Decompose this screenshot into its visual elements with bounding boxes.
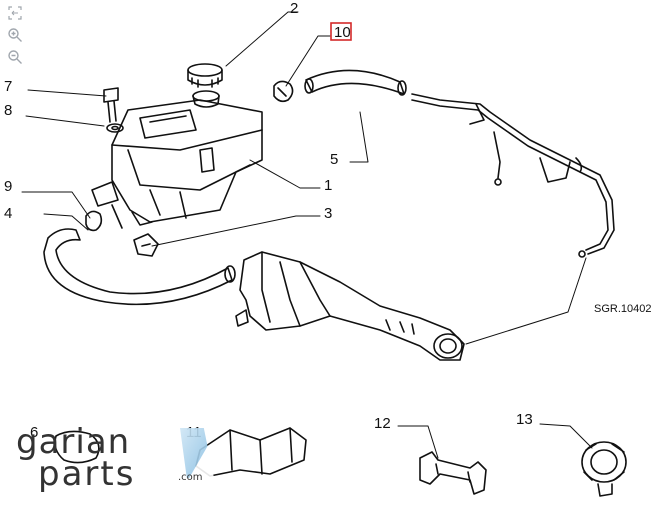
- grommet-13: [581, 441, 627, 497]
- hose-clamp-9: [85, 210, 103, 232]
- highlight-box: [330, 22, 352, 41]
- callout-4[interactable]: 4: [4, 205, 12, 222]
- thermostat-housing: [235, 251, 465, 361]
- bolt-7: [103, 87, 119, 123]
- hose-5: [304, 69, 407, 96]
- callout-6[interactable]: 6: [30, 424, 38, 441]
- callout-7[interactable]: 7: [4, 78, 12, 95]
- logo-suffix: .com: [178, 472, 203, 483]
- garian-parts-logo: garian parts .com: [12, 420, 222, 500]
- callout-12[interactable]: 12: [374, 415, 391, 432]
- hose-4: [43, 228, 236, 306]
- hose-clamp-10: [273, 80, 294, 103]
- callout-13[interactable]: 13: [516, 411, 533, 428]
- washer-8: [106, 123, 124, 133]
- logo-line2: parts: [38, 454, 136, 494]
- fullscreen-icon[interactable]: [4, 4, 26, 22]
- expansion-tank: [91, 99, 263, 229]
- zoom-out-icon[interactable]: [4, 48, 26, 66]
- zoom-in-icon[interactable]: [4, 26, 26, 44]
- callout-1[interactable]: 1: [324, 177, 332, 194]
- drawing-reference: SGR.10402: [594, 303, 651, 315]
- viewer-toolbar: [4, 4, 28, 66]
- tank-cap: [187, 63, 223, 88]
- fitting-3: [133, 233, 159, 257]
- logo-flag-shape: [180, 428, 214, 478]
- logo-line1: garian: [16, 422, 131, 462]
- clip-12: [419, 451, 487, 495]
- bleed-pipe: [411, 93, 615, 258]
- fitting-6: [54, 430, 100, 464]
- leader-lines: [21, 11, 593, 459]
- callout-3[interactable]: 3: [324, 205, 332, 222]
- callout-2[interactable]: 2: [290, 0, 298, 17]
- callout-8[interactable]: 8: [4, 102, 12, 119]
- callout-9[interactable]: 9: [4, 178, 12, 195]
- callout-5[interactable]: 5: [330, 151, 338, 168]
- callout-10[interactable]: 10: [334, 24, 351, 41]
- filler-neck: [192, 90, 220, 108]
